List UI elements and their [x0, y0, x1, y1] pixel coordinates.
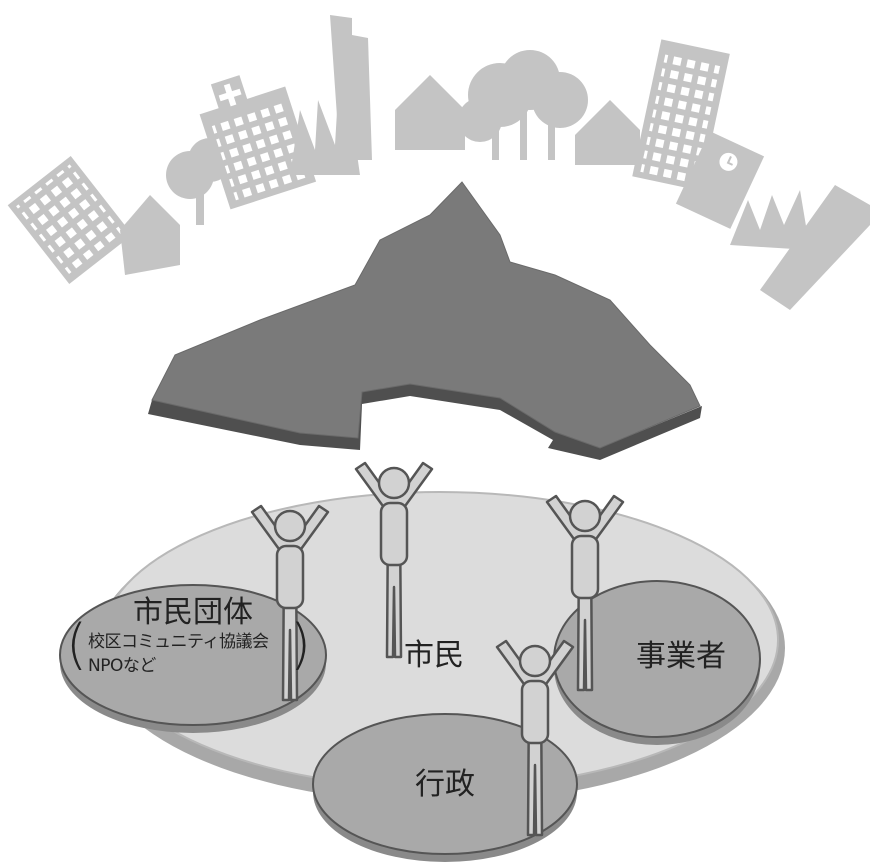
- house-center-icon: [395, 75, 465, 150]
- group-government: [312, 713, 578, 862]
- label-npo: NPOなど: [88, 656, 156, 676]
- house-right-icon: [575, 100, 640, 165]
- city-skyline: [7, 15, 870, 310]
- group-citizen-orgs: [59, 584, 327, 733]
- map-top: [151, 181, 701, 449]
- factory-right-icon: [730, 190, 810, 250]
- label-citizen-groups: 市民団体: [133, 595, 253, 630]
- tower-icon: [330, 15, 372, 160]
- clock-building-icon: [675, 131, 765, 229]
- label-district-council: 校区コミュニティ協議会: [88, 632, 269, 652]
- label-government: 行政: [415, 767, 475, 802]
- building-far-right-icon: [760, 185, 870, 310]
- tree-cluster-icon: [458, 50, 588, 160]
- city-map-shape: [148, 181, 702, 460]
- group-businesses: [553, 580, 761, 745]
- paren-left: (: [66, 613, 88, 676]
- label-businesses: 事業者: [636, 639, 726, 674]
- hospital-icon: [199, 75, 317, 210]
- paren-right: ): [290, 613, 312, 676]
- building-left-icon: [7, 155, 133, 285]
- label-citizens: 市民: [404, 638, 464, 673]
- house-left-icon: [120, 195, 180, 275]
